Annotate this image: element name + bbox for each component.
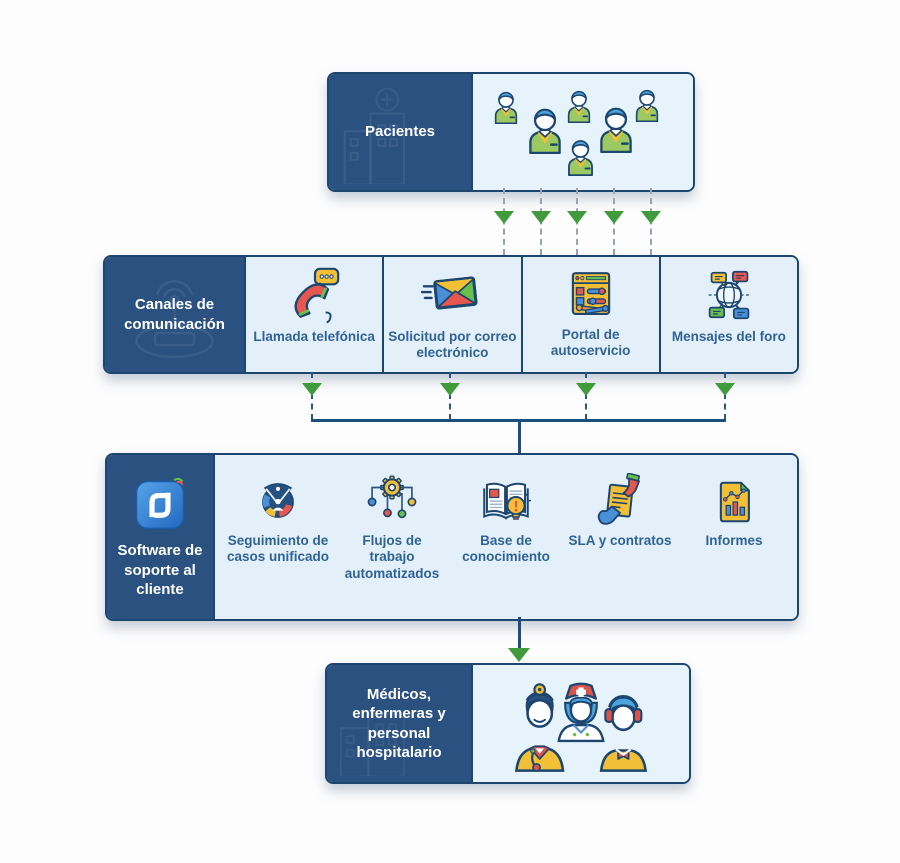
arrow-down-icon [715,383,735,396]
channel-phone-label: Llamada telefónica [253,329,375,344]
connector-stub-line [518,420,521,453]
software-item-label: Informes [705,533,763,548]
software-label-panel: Software de soporte al cliente [107,455,215,619]
channel-phone-cell: Llamada telefónica [244,257,383,372]
software-row: Software de soporte al cliente Seguimien… [105,453,799,621]
channel-portal-label: Portal de autoservicio [550,327,631,359]
connector-dashed-line [585,372,587,420]
email-request-icon [421,276,478,310]
software-item-reports: Informes [677,473,791,549]
person-icon [564,138,597,176]
arrow-down-icon [508,648,530,662]
connector-dashed-line [449,372,451,420]
channel-forum-label: Mensajes del foro [671,329,786,344]
software-item-sla: SLA y contratos [563,473,677,549]
person-icon [595,105,637,153]
person-icon [632,88,662,122]
software-item-label: Flujos de trabajo automatizados [344,533,440,581]
software-label: Software de soporte al cliente [117,542,203,599]
zoho-desk-logo [135,478,185,530]
arrow-down-icon [440,383,460,396]
patients-group-icon [473,74,693,190]
automated-workflows-icon [367,475,417,519]
channel-portal-cell: Portal de autoservicio [520,257,659,372]
arrow-down-icon [641,211,661,224]
staff-box: Médicos, enfermeras y personal hospitala… [325,663,691,784]
channel-email-label: Solicitud por correo electrónico [388,329,517,361]
forum-bubble-red [731,270,749,286]
arrow-down-icon [604,211,624,224]
software-item-knowledge-base: Base de conocimiento [449,473,563,566]
staff-label: Médicos, enfermeras y personal hospitala… [352,685,446,762]
patients-label-panel: Pacientes [329,74,473,190]
software-items: Seguimiento de casos unificado [215,455,797,619]
patients-label: Pacientes [364,123,436,141]
self-service-portal-icon [571,272,610,316]
connector-dashed-line [311,372,313,420]
software-item-label: Seguimiento de casos unificado [226,533,330,565]
forum-bubble-green [708,302,725,319]
arrow-down-icon [576,383,596,396]
arrow-down-icon [531,211,551,224]
patients-box: Pacientes [327,72,695,192]
knowledge-base-icon [483,482,531,520]
software-item-label: Base de conocimiento [462,533,550,565]
forum-bubble-blue [732,304,750,320]
channel-email-cell: Solicitud por correo electrónico [382,257,521,372]
channels-row: Canales de comunicación Llamada telefóni… [103,255,799,374]
software-item-workflows: Flujos de trabajo automatizados [335,473,449,582]
forum-messages-icon [708,270,750,320]
software-item-case-tracking: Seguimiento de casos unificado [221,473,335,566]
person-icon [564,89,594,123]
phone-call-icon [294,267,340,324]
person-icon [491,90,521,124]
staff-label-panel: Médicos, enfermeras y personal hospitala… [327,665,473,782]
medical-staff-icon [473,665,689,782]
medical-staff-figures-icon [514,682,648,772]
channels-label: Canales de comunicación [124,296,225,333]
unified-case-tracking-icon [262,483,294,518]
person-icon [524,106,566,154]
connector-line [518,617,521,650]
arrow-down-icon [494,211,514,224]
arrow-down-icon [567,211,587,224]
software-item-label: SLA y contratos [568,533,672,548]
channels-label-panel: Canales de comunicación [105,257,244,372]
arrow-down-icon [302,383,322,396]
connector-dashed-line [724,372,726,420]
nurse-figure [557,682,605,742]
doctor-figure [514,682,565,772]
forum-bubble-yellow [710,271,727,288]
channel-forum-cell: Mensajes del foro [658,257,797,372]
sla-contracts-icon [597,473,640,525]
reports-icon [719,481,750,523]
support-agent-figure [599,694,648,772]
